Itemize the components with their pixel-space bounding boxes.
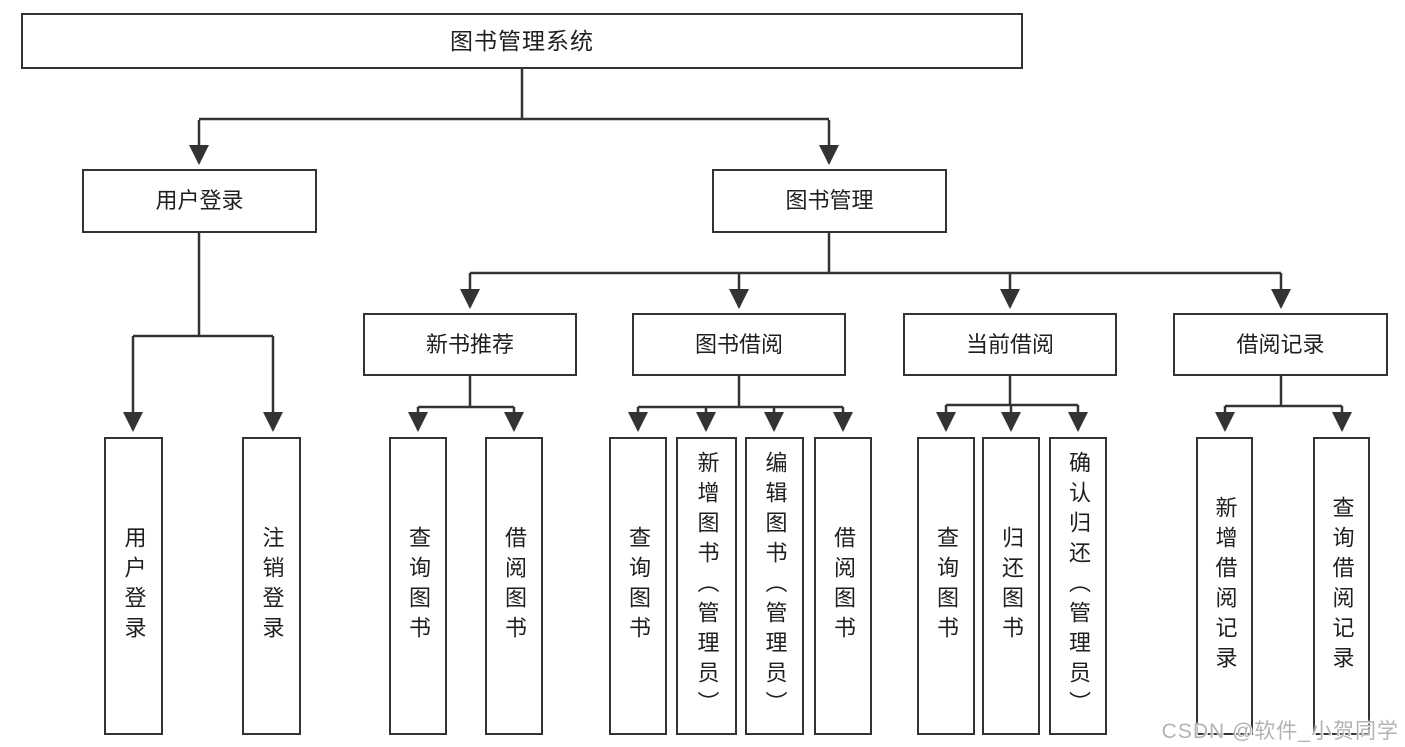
node-rec-borrow-book-label: 借阅图书 — [502, 526, 527, 646]
node-bb-edit-book: 编辑图书（管理员） — [745, 437, 804, 735]
tree-edges — [123, 69, 1352, 432]
node-br-add-record-label: 新增借阅记录 — [1212, 496, 1238, 676]
node-logout: 注销登录 — [242, 437, 301, 735]
node-br-query-record: 查询借阅记录 — [1313, 437, 1370, 735]
node-login-label: 用户登录 — [121, 526, 147, 646]
node-new-book-recommend: 新书推荐 — [363, 313, 577, 376]
node-cb-return-book: 归还图书 — [982, 437, 1040, 735]
node-cb-confirm-return: 确认归还（管理员） — [1049, 437, 1107, 735]
node-cb-query-book: 查询图书 — [917, 437, 975, 735]
node-rec-query-book-label: 查询图书 — [406, 526, 431, 646]
node-bb-add-book-label: 新增图书（管理员） — [694, 451, 720, 721]
node-bb-edit-book-label: 编辑图书（管理员） — [762, 451, 788, 721]
node-cb-confirm-return-label: 确认归还（管理员） — [1066, 451, 1091, 721]
node-br-query-record-label: 查询借阅记录 — [1329, 496, 1355, 676]
node-rec-query-book: 查询图书 — [389, 437, 447, 735]
node-bb-borrow-book-label: 借阅图书 — [831, 526, 856, 646]
node-br-add-record: 新增借阅记录 — [1196, 437, 1253, 735]
node-rec-borrow-book: 借阅图书 — [485, 437, 543, 735]
node-library-system: 图书管理系统 — [21, 13, 1023, 69]
csdn-watermark: CSDN @软件_小贺同学 — [1161, 720, 1399, 743]
node-bb-query-book-label: 查询图书 — [626, 526, 651, 646]
node-logout-label: 注销登录 — [259, 526, 285, 646]
node-bb-add-book: 新增图书（管理员） — [676, 437, 737, 735]
node-bb-borrow-book: 借阅图书 — [814, 437, 872, 735]
node-book-management: 图书管理 — [712, 169, 947, 233]
node-borrow-records: 借阅记录 — [1173, 313, 1388, 376]
node-cb-return-book-label: 归还图书 — [999, 526, 1024, 646]
node-user-login: 用户登录 — [82, 169, 317, 233]
node-cb-query-book-label: 查询图书 — [934, 526, 959, 646]
node-book-borrow: 图书借阅 — [632, 313, 846, 376]
node-current-borrow: 当前借阅 — [903, 313, 1117, 376]
node-login: 用户登录 — [104, 437, 163, 735]
node-bb-query-book: 查询图书 — [609, 437, 667, 735]
